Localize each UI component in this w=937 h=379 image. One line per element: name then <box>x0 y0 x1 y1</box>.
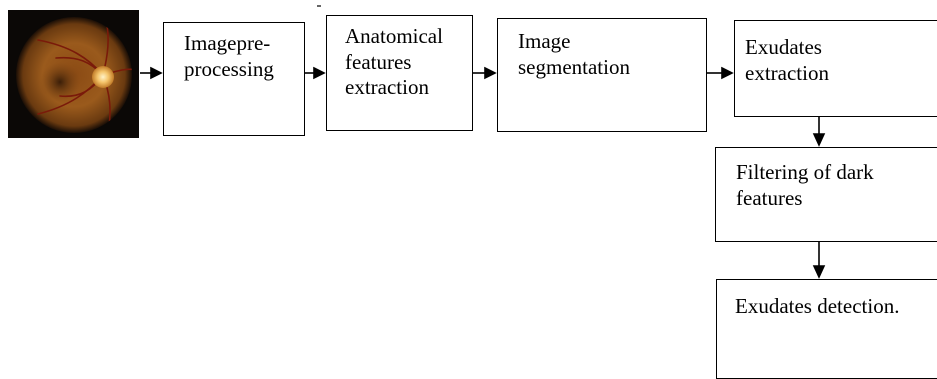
step-exudates-detection: Exudates detection. <box>716 279 937 379</box>
step-label-line: Imagepre- <box>184 31 271 55</box>
arrowhead-anatomical-to-segmentation <box>484 66 497 80</box>
step-label-line: processing <box>184 56 274 81</box>
step-label-line: Image <box>518 29 571 53</box>
step-image-segmentation: Image segmentation <box>497 18 707 132</box>
step-exudates-extraction: Exudates extraction <box>734 20 937 117</box>
step-label-line: extraction <box>345 75 429 100</box>
macula <box>40 62 80 102</box>
arrowhead-preprocessing-to-anatomical <box>313 66 326 80</box>
arrowhead-filtering-to-detection <box>812 265 826 279</box>
fundus-drawing <box>16 17 132 133</box>
arrowhead-exudates-to-filtering <box>812 133 826 147</box>
arrowhead-segmentation-to-exudates <box>721 66 734 80</box>
step-label-line: segmentation <box>518 54 630 79</box>
step-label-line: extraction <box>745 60 829 85</box>
step-label-line: Filtering of dark <box>736 160 874 184</box>
step-label-line: features <box>345 49 412 74</box>
step-label-line: Anatomical <box>345 24 443 48</box>
arrowhead-image-to-preprocessing <box>150 66 163 80</box>
step-label-line: Exudates <box>745 35 822 59</box>
flow-connectors <box>140 5 826 279</box>
step-label-line: features <box>736 185 803 210</box>
retinal-fundus-image <box>8 10 139 138</box>
step-image-preprocessing: Imagepre- processing <box>163 22 305 136</box>
step-filtering-dark-features: Filtering of dark features <box>715 147 937 242</box>
optic-disc <box>92 66 114 88</box>
step-anatomical-features-extraction: Anatomical features extraction <box>326 15 473 131</box>
step-label-line: Exudates detection. <box>735 294 900 318</box>
